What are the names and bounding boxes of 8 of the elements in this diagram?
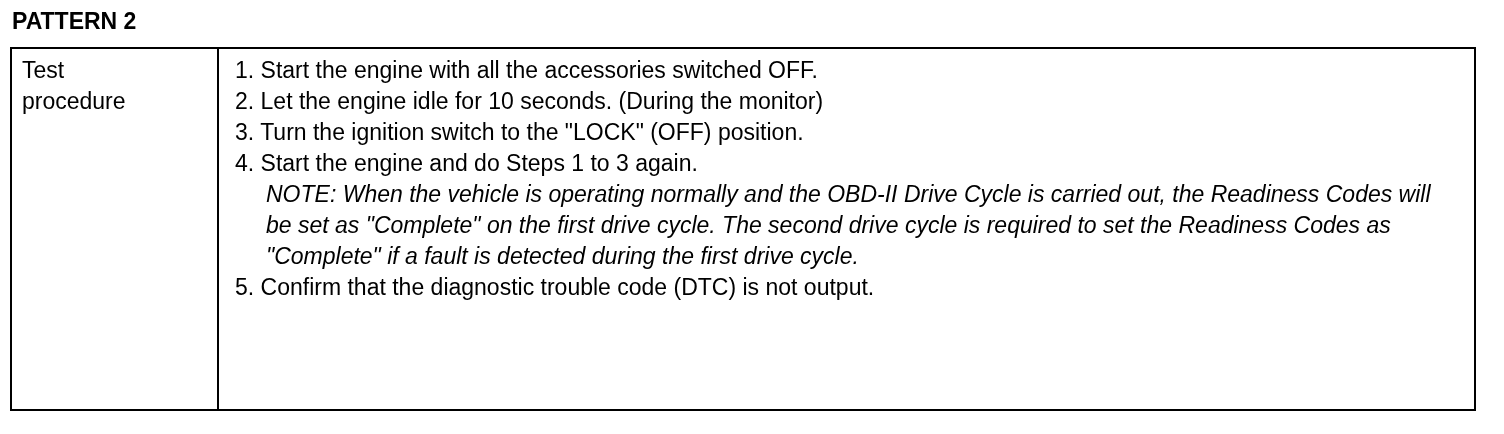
note-text: NOTE: When the vehicle is operating normally and the OBD-II Drive Cycle is carried out, the Readiness Codes will be set as "Complete" on the first drive cycle. The second drive cycle is required to set the Readiness Codes as "Complete" if a fault is detected during the first drive cycle. [265,180,1432,271]
table-title: PATTERN 2 [12,8,137,35]
procedure-step: 2. Let the engine idle for 10 seconds. (During the monitor) [235,86,1474,117]
procedure-step: 1. Start the engine with all the accessories switched OFF. [235,55,1474,86]
procedure-step: 5. Confirm that the diagnostic trouble code (DTC) is not output. [235,272,1474,303]
procedure-step: 4. Start the engine and do Steps 1 to 3 again. [235,148,1474,179]
procedure-step: 3. Turn the ignition switch to the "LOCK" (OFF) position. [235,117,1474,148]
row-header: Test procedure [22,56,127,116]
